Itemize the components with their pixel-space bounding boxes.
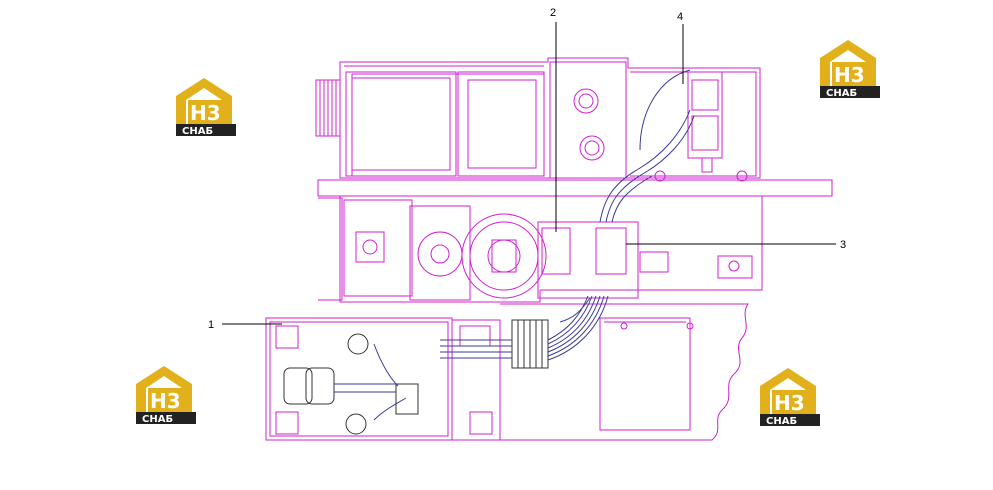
- control-valve-bank: [511, 319, 549, 369]
- logo-subtext: CHAБ: [182, 126, 213, 137]
- brand-logo: H3 CHAБ: [176, 78, 236, 137]
- machine-frame: [265, 57, 833, 441]
- logo-subtext: CHAБ: [766, 416, 797, 427]
- logo-mark: H3: [834, 63, 865, 87]
- callout-label-4: 4: [677, 11, 683, 23]
- brand-logo: H3 CHAБ: [760, 368, 820, 427]
- callout-3: 3: [626, 239, 846, 251]
- brand-logo: H3 CHAБ: [820, 40, 880, 99]
- travel-pedals: [283, 333, 419, 435]
- logo-mark: H3: [774, 391, 805, 415]
- callout-4: 4: [677, 11, 684, 84]
- logo-mark: H3: [150, 389, 181, 413]
- logo-subtext: CHAБ: [826, 88, 857, 99]
- callout-2: 2: [550, 7, 557, 232]
- callout-label-1: 1: [208, 319, 214, 331]
- hose-routing: [334, 69, 695, 421]
- hydraulic-pump: [687, 71, 723, 173]
- logo-mark: H3: [190, 101, 221, 125]
- callout-label-3: 3: [840, 239, 846, 251]
- callout-1: 1: [208, 319, 282, 331]
- logo-subtext: CHAБ: [142, 414, 173, 425]
- brand-logo: H3 CHAБ: [136, 366, 196, 425]
- callout-label-2: 2: [550, 7, 556, 19]
